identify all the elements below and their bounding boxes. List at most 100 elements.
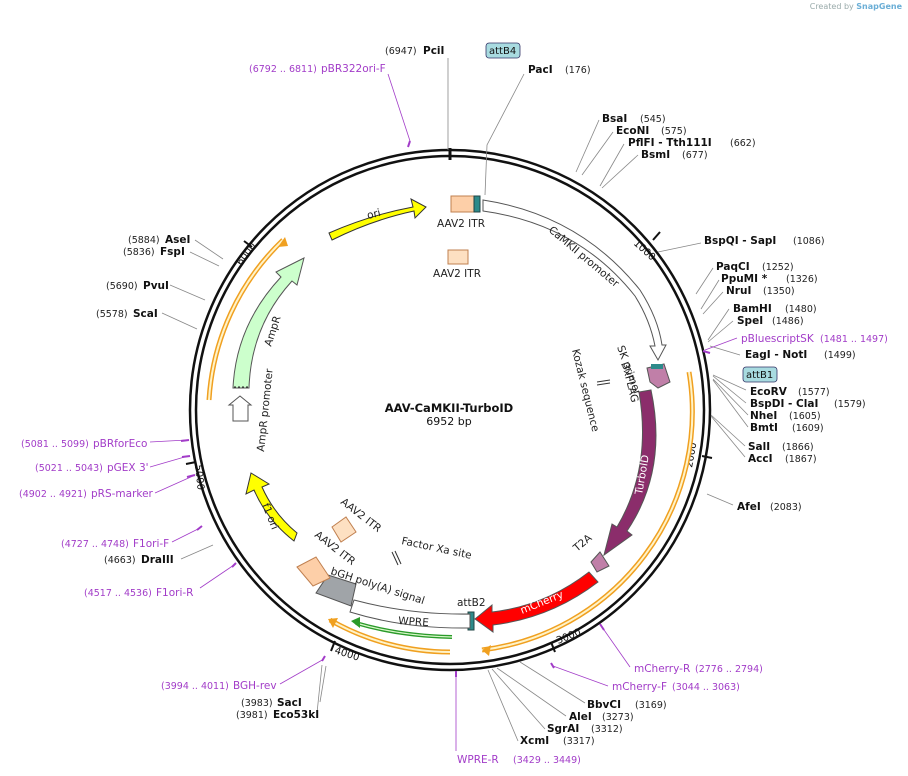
site-spei-pos: (1486) xyxy=(772,316,804,327)
site-saci: (3983) SacI xyxy=(241,697,302,709)
leader-ecorv xyxy=(712,374,747,391)
orf-arc-right-inner xyxy=(481,371,694,651)
site-alei: AleI (3273) xyxy=(569,711,634,723)
site-ecorv-name: EcoRV xyxy=(750,386,788,398)
tick-5000 xyxy=(185,461,197,465)
primer-pbr322: (6792 .. 6811) pBR322ori-F xyxy=(249,63,386,75)
leader-spei xyxy=(707,320,734,343)
leader-asei xyxy=(194,239,224,260)
site-asei: (5884) AseI xyxy=(128,234,190,246)
site-scai: (5578) ScaI xyxy=(96,308,158,320)
leader-bspdi xyxy=(712,375,747,404)
feature-camkii-label: CaMKII promoter xyxy=(546,224,622,290)
leader-alei xyxy=(496,667,567,717)
primer-pgex: (5021 .. 5043) pGEX 3' xyxy=(35,462,149,474)
primer-f1orir-pos: (4517 .. 4536) xyxy=(84,588,152,599)
site-acci-name: AccI xyxy=(748,453,772,465)
site-paqci-pos: (1252) xyxy=(762,262,794,273)
feature-wpre-label: WPRE xyxy=(398,615,429,629)
attb4-box: attB4 xyxy=(485,42,521,59)
plasmid-size: 6952 bp xyxy=(426,415,471,428)
primer-mcherryr: mCherry-R (2776 .. 2794) xyxy=(634,663,763,675)
site-bspqi: BspQI - SapI (1086) xyxy=(704,235,825,247)
primer-bghrev-pos: (3994 .. 4011) xyxy=(161,681,229,692)
primer-wprer: WPRE-R (3429 .. 3449) xyxy=(457,754,581,766)
site-afei-name: AfeI xyxy=(737,501,761,513)
leader-bbvci xyxy=(519,661,586,704)
site-econi: EcoNI (575) xyxy=(616,125,687,137)
site-fspi: (5836) FspI xyxy=(123,246,185,258)
site-draiii-pos: (4663) xyxy=(104,555,136,566)
primer-mcherryf: mCherry-F (3044 .. 3063) xyxy=(612,681,740,693)
leader-acci xyxy=(710,415,746,458)
site-draiii: (4663) DraIII xyxy=(104,554,174,566)
site-bmti-name: BmtI xyxy=(750,422,778,434)
tick-2000 xyxy=(701,455,713,459)
leader-econi xyxy=(581,131,614,176)
feature-ori-label: ori xyxy=(366,207,382,222)
primer-mcherryf-pos: (3044 .. 3063) xyxy=(672,682,740,693)
site-eco53ki-name: Eco53kI xyxy=(273,709,319,721)
feature-kozak-label: Kozak sequence xyxy=(569,348,601,433)
site-sgrai-name: SgrAI xyxy=(547,723,579,735)
tick-3000 xyxy=(550,641,556,653)
leader-sgrai xyxy=(491,668,546,730)
primer-wprer-pos: (3429 .. 3449) xyxy=(513,755,581,766)
tick-4000 xyxy=(330,640,336,652)
leader-bsmi xyxy=(601,154,639,189)
site-fspi-pos: (5836) xyxy=(123,247,155,258)
site-paqci-name: PaqCI xyxy=(716,261,750,273)
site-acci-pos: (1867) xyxy=(785,454,817,465)
leader-prs xyxy=(154,475,194,494)
feature-ori xyxy=(328,198,427,241)
primer-prs: (4902 .. 4921) pRS-marker xyxy=(19,488,154,500)
site-ecorv-pos: (1577) xyxy=(798,387,830,398)
site-fspi-name: FspI xyxy=(160,246,185,258)
leader-pvui xyxy=(169,284,206,301)
primer-mark-pbr322 xyxy=(407,140,411,148)
primer-f1orif-pos: (4727 .. 4748) xyxy=(61,539,129,550)
site-bsmi-name: BsmI xyxy=(641,149,670,161)
leader-pbrforeco xyxy=(149,439,188,443)
primer-f1orif-name: F1ori-F xyxy=(133,538,169,550)
primer-mcherryf-name: mCherry-F xyxy=(612,681,667,693)
feature-aav2-itr-1-label: AAV2 ITR xyxy=(437,218,485,230)
tick-6000 xyxy=(243,240,253,248)
leader-bmti xyxy=(712,379,749,428)
leader-ppumi xyxy=(700,279,720,310)
leader-bspqi xyxy=(657,242,702,253)
leader-scai xyxy=(161,312,198,330)
primer-mcherryr-name: mCherry-R xyxy=(634,663,690,675)
orf-arc-bottom-head xyxy=(328,618,338,628)
site-saci-pos: (3983) xyxy=(241,698,273,709)
orf-arc-left-head xyxy=(278,237,288,247)
site-bspdi-name: BspDI - ClaI xyxy=(750,398,818,410)
site-eagi: EagI - NotI (1499) xyxy=(745,349,856,361)
site-spei-name: SpeI xyxy=(737,315,763,327)
site-afei-pos: (2083) xyxy=(770,502,802,513)
site-paqci: PaqCI (1252) xyxy=(716,261,794,273)
site-leader-lines xyxy=(161,58,749,742)
plasmid-name: AAV-CaMKII-TurboID xyxy=(385,401,513,415)
attb4-label: attB4 xyxy=(489,46,516,57)
orf-arc-bottom-inner xyxy=(329,619,451,653)
site-nrui: NruI (1350) xyxy=(726,285,795,297)
feature-factorxa-label: Factor Xa site xyxy=(400,535,472,562)
leader-bsai xyxy=(575,119,600,173)
leader-nrui xyxy=(702,291,724,315)
tick-label-6000: 6000 xyxy=(235,241,259,268)
leader-mcherryf xyxy=(552,665,609,687)
site-pflfi: PflFI - Tth111I (662) xyxy=(628,137,756,149)
tick-label-4000: 4000 xyxy=(333,645,361,663)
site-spei: SpeI (1486) xyxy=(737,315,804,327)
primer-prs-name: pRS-marker xyxy=(91,488,154,500)
site-bsai-pos: (545) xyxy=(640,114,666,125)
site-bamhi: BamHI (1480) xyxy=(733,303,817,315)
primer-pbrforeco: (5081 .. 5099) pBRforEco xyxy=(21,438,147,450)
site-eagi-pos: (1499) xyxy=(824,350,856,361)
feature-camkii-promoter xyxy=(482,199,667,362)
site-bsai-name: BsaI xyxy=(602,113,627,125)
leader-pgex xyxy=(149,455,189,468)
primer-pbluescript-name: pBluescriptSK xyxy=(741,333,815,345)
site-sgrai-pos: (3312) xyxy=(591,724,623,735)
